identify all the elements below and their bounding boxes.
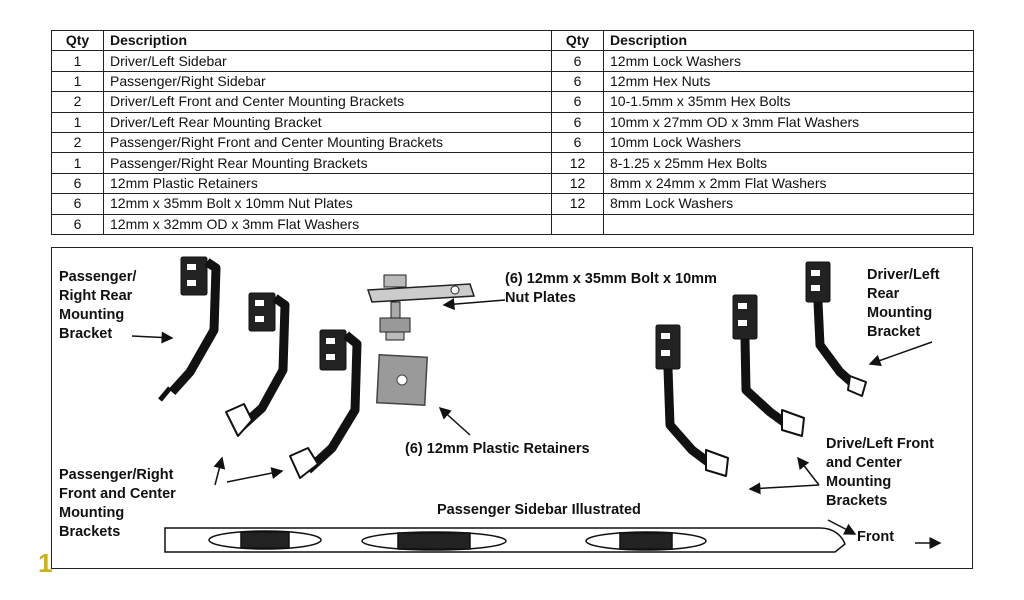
callout-arrows [131,298,942,549]
plastic-retainer-label: (6) 12mm Plastic Retainers [405,441,590,457]
driver-center-bracket [732,294,805,437]
bolt-nut-plate-label: (6) 12mm x 35mm Bolt x 10mm Nut Plates [505,271,717,306]
description-cell: 10mm x 27mm OD x 3mm Flat Washers [603,111,974,133]
passenger-rear-bracket [158,256,221,402]
table-row: 6 12mm x 32mm OD x 3mm Flat Washers [51,213,974,235]
corner-page-marker: 1 [38,548,53,578]
table-row: 2 Driver/Left Front and Center Mounting … [51,91,974,113]
description-cell: 12mm x 32mm OD x 3mm Flat Washers [103,213,552,235]
description-cell: Driver/Left Front and Center Mounting Br… [103,91,552,113]
description-cell: Driver/Left Rear Mounting Bracket [103,111,552,133]
bolt-nut-plate [366,274,476,341]
description-cell [603,213,974,235]
driver-rear-bracket-label: Driver/Left Rear Mounting Bracket [867,267,940,340]
passenger-center-bracket [225,292,290,437]
parts-illustration-frame [51,247,973,569]
driver-front-bracket [655,324,729,477]
description-cell: Passenger/Right Front and Center Mountin… [103,131,552,154]
sidebar-illustrated-label: Passenger Sidebar Illustrated [437,502,641,518]
front-direction-label: Front [857,529,895,545]
passenger-front-bracket [289,329,362,479]
table-row: 6 12mm Plastic Retainers 12 8mm x 24mm x… [51,172,974,195]
plastic-retainer [375,353,429,407]
driver-front-center-bracket-label: Drive/Left Front and Center Mounting Bra… [826,436,934,509]
table-row: 6 12mm x 35mm Bolt x 10mm Nut Plates 12 … [51,193,974,215]
passenger-front-center-bracket-label: Passenger/Right Front and Center Mountin… [59,467,176,540]
sidebar-illustration [164,527,846,553]
table-row: 1 Driver/Left Rear Mounting Bracket 6 10… [51,111,974,133]
driver-rear-bracket [805,261,867,397]
description-cell: 10-1.5mm x 35mm Hex Bolts [603,91,974,113]
passenger-rear-bracket-label: Passenger/ Right Rear Mounting Bracket [59,269,137,342]
parts-list-table: Qty Description Qty Description 1 Driver… [51,29,974,235]
